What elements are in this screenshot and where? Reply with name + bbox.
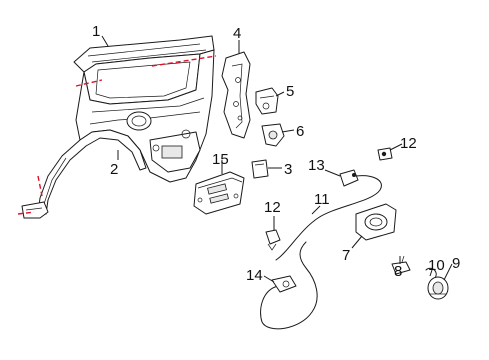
callout-12-upper: 12 bbox=[400, 135, 417, 152]
callout-4: 4 bbox=[233, 25, 241, 42]
fuel-cap-9 bbox=[427, 276, 449, 300]
callout-13: 13 bbox=[308, 157, 325, 174]
clip-12-upper bbox=[377, 147, 393, 161]
quarter-panel-assembly bbox=[21, 35, 215, 219]
fuel-filler-housing-7 bbox=[355, 203, 397, 241]
leader-lines bbox=[101, 35, 453, 283]
callout-5: 5 bbox=[286, 83, 294, 100]
callout-10: 10 bbox=[428, 257, 445, 274]
callout-8: 8 bbox=[394, 263, 402, 280]
callout-9: 9 bbox=[452, 255, 460, 272]
release-cable-11 bbox=[260, 175, 382, 330]
callout-12-lower: 12 bbox=[264, 199, 281, 216]
pad-3 bbox=[251, 159, 269, 179]
cable-handle-14 bbox=[271, 275, 297, 293]
clip-12-lower bbox=[265, 229, 281, 251]
callout-1: 1 bbox=[92, 23, 100, 40]
callout-6: 6 bbox=[296, 123, 304, 140]
callout-11: 11 bbox=[314, 191, 330, 208]
callout-15: 15 bbox=[212, 151, 229, 168]
callout-3: 3 bbox=[284, 161, 292, 178]
hinge-8 bbox=[391, 255, 411, 275]
callout-labels: 1 2 3 4 5 6 7 8 9 10 11 12 12 13 14 15 bbox=[92, 23, 460, 284]
callout-2: 2 bbox=[110, 161, 118, 178]
hinge-bracket bbox=[255, 87, 279, 115]
release-actuator-13 bbox=[339, 169, 359, 187]
module-15 bbox=[193, 171, 245, 215]
cut-lines bbox=[17, 55, 217, 215]
bracket-6 bbox=[261, 123, 285, 147]
pillar-reinforcement bbox=[221, 51, 251, 139]
callout-7: 7 bbox=[342, 247, 350, 264]
callout-14: 14 bbox=[246, 267, 263, 284]
